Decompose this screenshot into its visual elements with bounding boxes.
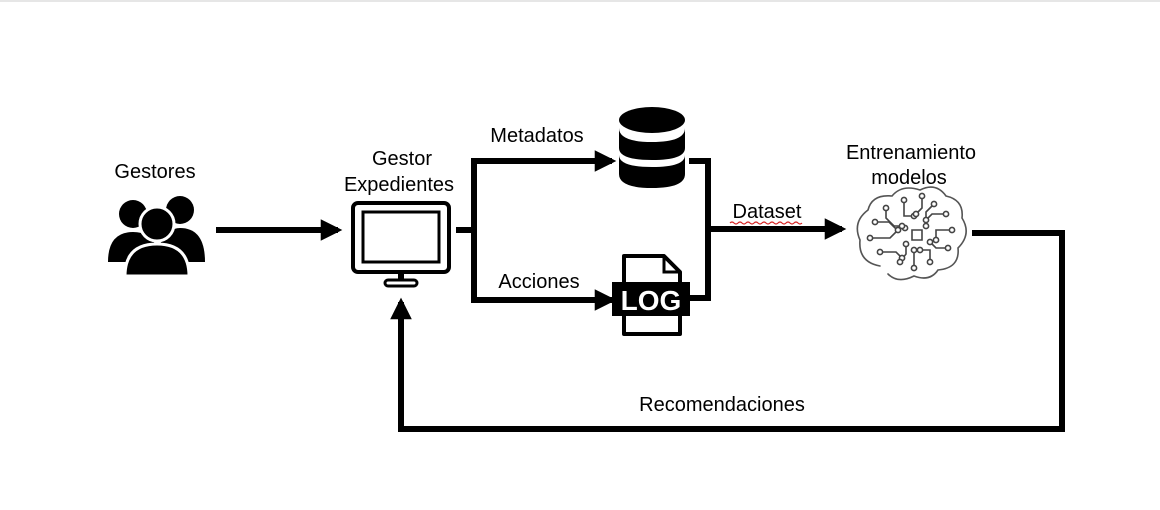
acciones-label: Acciones <box>498 271 579 293</box>
spellcheck-underline <box>729 221 803 225</box>
log-file-icon: LOG <box>612 254 690 336</box>
metadatos-label: Metadatos <box>490 125 583 147</box>
circuit-brain-icon <box>856 186 967 281</box>
edge-merge-bracket <box>689 158 711 301</box>
monitor-icon <box>351 201 451 288</box>
gestor-label-line1: Gestor <box>372 148 432 170</box>
entrenamiento-label-line1: Entrenamiento <box>846 142 976 164</box>
database-icon <box>619 107 685 188</box>
users-group-icon <box>108 196 205 278</box>
gestor-label-line2: Expedientes <box>344 174 454 196</box>
entrenamiento-label-line2: modelos <box>871 167 947 189</box>
top-divider <box>0 0 1160 2</box>
log-badge-text: LOG <box>621 285 682 316</box>
gestores-label: Gestores <box>114 161 195 183</box>
recomendaciones-label: Recomendaciones <box>639 394 805 416</box>
dataset-label: Dataset <box>733 201 802 223</box>
edge-recomendaciones-loop <box>390 230 1065 432</box>
